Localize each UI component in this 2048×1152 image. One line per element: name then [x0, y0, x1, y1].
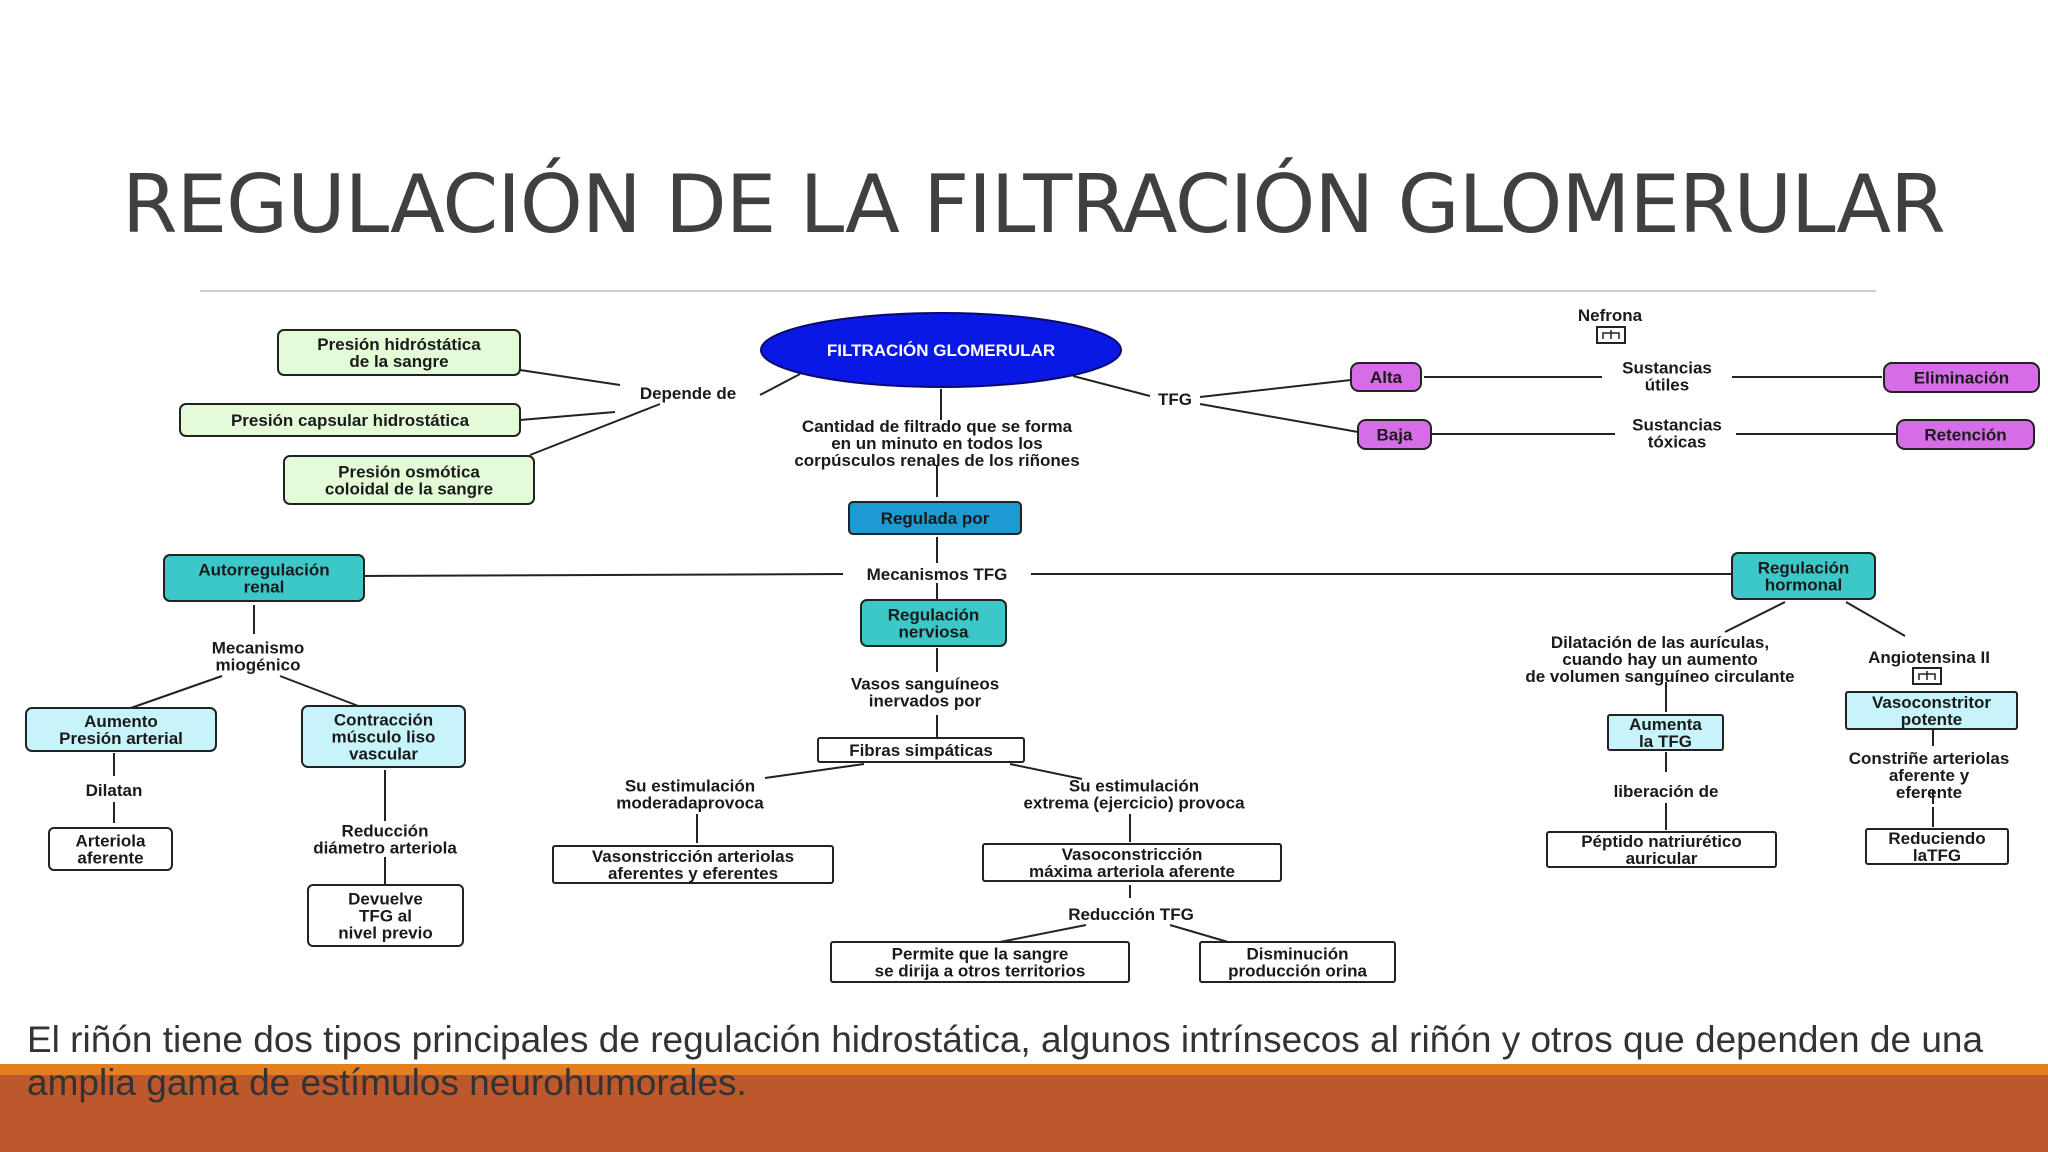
connector-line [1072, 375, 1151, 397]
connector-line [279, 675, 362, 708]
connector-line [999, 924, 1087, 943]
depends-label: Depende de [640, 384, 736, 403]
footer-band-orange [0, 1064, 2048, 1075]
high-tfg-box [1350, 362, 1422, 392]
urine-decrease-box [1199, 941, 1396, 983]
connector-line [1009, 763, 1083, 780]
connector-line [127, 675, 223, 710]
reducing-tfg-box [1865, 828, 2009, 865]
hormonal-regulation-box [1731, 552, 1876, 600]
connector-line [1724, 601, 1786, 633]
hydrostatic-pressure-box [277, 329, 521, 376]
nefrona-label: Nefrona [1578, 306, 1643, 325]
atrial-dilation: Dilatación de las aurículas,cuando hay u… [1525, 633, 1794, 686]
autoregulation-box [163, 554, 365, 602]
slide-caption: El riñón tiene dos tipos principales de … [27, 1019, 1984, 1103]
concept-map: FILTRACIÓN GLOMERULAR Depende de Presión h… [25, 306, 2040, 983]
max-vasoconstriction-box [982, 843, 1282, 882]
low-tfg-box [1357, 419, 1432, 450]
connector-line [759, 373, 801, 396]
pressure-increase-box [25, 707, 217, 752]
tfg-reduction-label: Reducción TFG [1068, 905, 1194, 924]
angiotensin-icon-glyph [1918, 671, 1936, 680]
natriuretic-peptide-box [1546, 831, 1777, 868]
capsular-pressure-label: Presión capsular hidrostática [231, 411, 470, 430]
sympathetic-fibers-label: Fibras simpáticas [849, 741, 993, 760]
dilate-label: Dilatan [86, 781, 143, 800]
increase-tfg-box [1607, 714, 1724, 751]
afferent-efferent-vasoconstriction-box [552, 845, 834, 884]
central-concept-label: FILTRACIÓN GLOMERULAR [827, 341, 1055, 360]
connector-line [519, 369, 621, 386]
retention-label: Retención [1924, 425, 2006, 444]
retention-box [1896, 419, 2035, 450]
high-tfg-label: Alta [1370, 368, 1403, 387]
release-label: liberación de [1614, 782, 1719, 801]
connector-line [1199, 379, 1352, 398]
smooth-muscle-contraction-box [301, 705, 466, 768]
returns-tfg-box [307, 884, 464, 947]
connector-line [1199, 403, 1359, 433]
connector-line [764, 763, 865, 779]
mechanisms-tfg-label: Mecanismos TFG [867, 565, 1008, 584]
central-concept-ellipse [760, 312, 1122, 388]
blood-redirect-box [830, 941, 1130, 983]
low-tfg-label: Baja [1377, 425, 1413, 444]
potent-vasoconstrictor-box [1845, 691, 2018, 730]
title-divider [200, 290, 1876, 292]
footer-band [0, 1075, 2048, 1152]
tfg-label: TFG [1158, 390, 1192, 409]
connector-line [363, 573, 844, 577]
regulated-by-box [848, 501, 1022, 535]
nefrona-icon-glyph [1602, 330, 1620, 339]
afferent-arteriole-box [48, 827, 173, 871]
regulated-by-label: Regulada por [881, 509, 990, 528]
osmotic-pressure-box [283, 455, 535, 505]
sympathetic-fibers-box [817, 737, 1025, 763]
connector-line [529, 403, 661, 456]
elimination-label: Eliminación [1914, 368, 2009, 387]
connector-line [1845, 601, 1906, 637]
nervous-regulation-box [860, 599, 1007, 647]
capsular-pressure-box [179, 403, 521, 437]
slide-title: REGULACIÓN DE LA FILTRACIÓN GLOMERULAR [122, 158, 1946, 251]
connector-line [1169, 924, 1229, 943]
angiotensin-label: Angiotensina II [1868, 648, 1990, 667]
elimination-box [1883, 362, 2040, 393]
connector-line [519, 411, 616, 421]
